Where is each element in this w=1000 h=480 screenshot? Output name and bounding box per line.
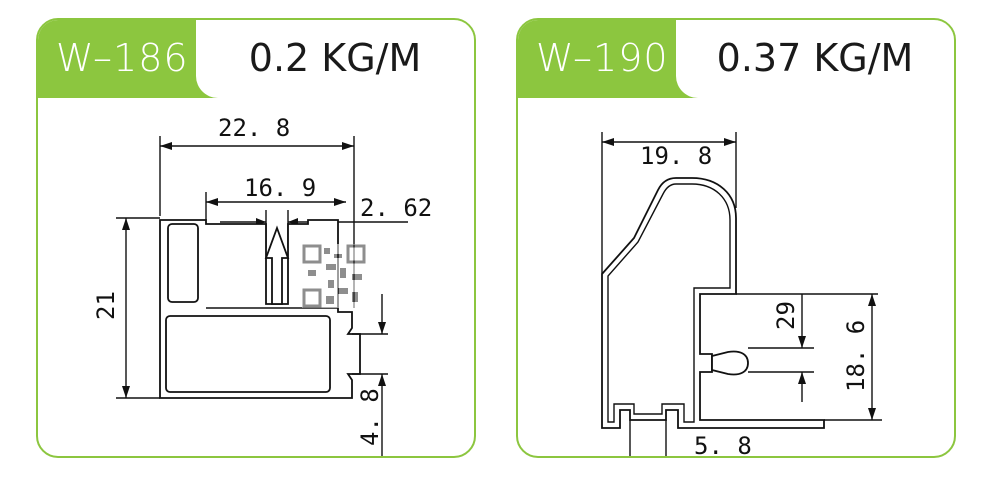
arrow bbox=[618, 456, 630, 458]
product-card-w190: W–190 0.37 KG/M 19. 8 29 18. 6 bbox=[516, 18, 956, 458]
arrow bbox=[724, 138, 736, 146]
arrow bbox=[798, 372, 806, 384]
card-header: W–190 0.37 KG/M bbox=[518, 20, 954, 98]
profile-inner bbox=[607, 183, 731, 423]
product-code: W–190 bbox=[536, 36, 669, 80]
arrow bbox=[122, 386, 130, 398]
arrow bbox=[334, 198, 346, 206]
dim-label-slot: 2. 62 bbox=[360, 194, 432, 222]
arrow bbox=[122, 218, 130, 230]
arrow bbox=[666, 456, 678, 458]
arrow bbox=[868, 408, 876, 420]
dim-label-width: 22. 8 bbox=[218, 114, 290, 142]
arrow bbox=[160, 142, 172, 150]
card-header: W–186 0.2 KG/M bbox=[38, 20, 474, 98]
gasket-bulb bbox=[711, 350, 749, 376]
profile-drawing-w186: 22. 8 16. 9 2. 62 21 4. bbox=[92, 114, 432, 456]
weight-box: 0.37 KG/M bbox=[676, 20, 954, 98]
weight-box: 0.2 KG/M bbox=[196, 20, 474, 98]
dim-label-gap: 29 bbox=[772, 301, 800, 330]
arrow bbox=[868, 294, 876, 306]
qr-code-icon bbox=[302, 244, 366, 308]
dim-label-height: 21 bbox=[92, 291, 120, 320]
arrow bbox=[602, 138, 614, 146]
product-card-w186: W–186 0.2 KG/M 22. 8 16. 9 2. 62 21 bbox=[36, 18, 476, 458]
hollow-chamber bbox=[167, 223, 199, 303]
dim-label-foot: 5. 8 bbox=[694, 432, 752, 458]
product-weight: 0.37 KG/M bbox=[716, 36, 914, 80]
profile-outline bbox=[601, 177, 825, 429]
dim-label-inner: 16. 9 bbox=[244, 174, 316, 202]
arrow bbox=[206, 198, 218, 206]
dim-label-width: 19. 8 bbox=[640, 142, 712, 170]
product-code: W–186 bbox=[56, 36, 189, 80]
profile-drawing-w190: 19. 8 29 18. 6 5. 8 bbox=[601, 132, 882, 458]
dim-label-height: 18. 6 bbox=[842, 320, 870, 392]
arrow-rib bbox=[264, 225, 290, 305]
arrow bbox=[342, 142, 354, 150]
arrow bbox=[378, 322, 386, 334]
hollow-chamber bbox=[165, 315, 331, 393]
product-weight: 0.2 KG/M bbox=[248, 36, 422, 80]
arrow bbox=[378, 374, 386, 386]
arrow bbox=[798, 336, 806, 348]
dim-label-lip: 4. 8 bbox=[356, 388, 384, 446]
